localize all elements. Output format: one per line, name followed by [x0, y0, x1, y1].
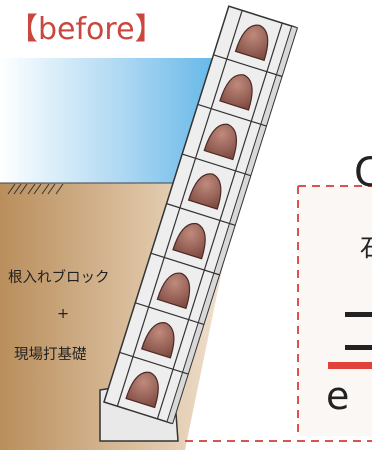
foundation-label-plus: +: [57, 306, 70, 322]
block-wall: [103, 5, 299, 425]
stone: [172, 222, 206, 260]
stone: [187, 173, 222, 210]
cutoff-letter-e: e: [326, 374, 350, 418]
foundation-label-line1: 根入れブロック: [8, 270, 110, 286]
stone: [125, 371, 159, 409]
cutoff-kanji: 石: [360, 228, 372, 263]
stone: [234, 24, 269, 62]
dash-mark-lower: [345, 345, 372, 350]
right-panel: [298, 186, 372, 436]
red-underline: [328, 362, 372, 369]
section-title: 【before】: [8, 12, 165, 47]
cutoff-letter-c: C: [354, 150, 372, 196]
stone: [156, 272, 191, 310]
stone: [203, 123, 238, 161]
stone: [140, 322, 175, 359]
ground-hatch-symbol: [7, 183, 64, 195]
foundation-label-line3: 現場打基礎: [14, 347, 87, 363]
dash-mark-upper: [345, 312, 372, 317]
stone: [219, 74, 253, 111]
